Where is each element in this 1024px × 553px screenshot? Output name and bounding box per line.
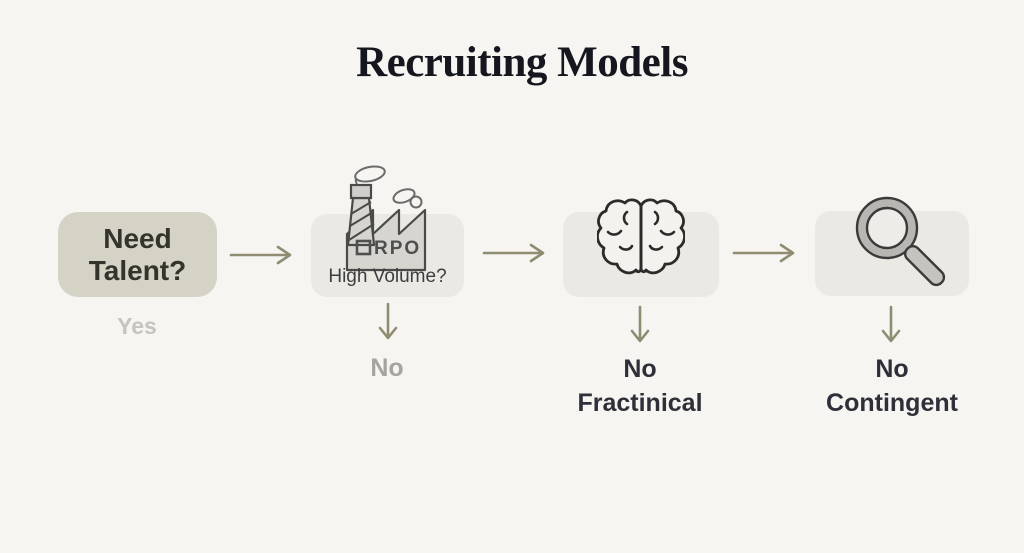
no-label: No: [370, 354, 404, 382]
arrow-right-icon: [482, 243, 545, 263]
high-volume-label: High Volume?: [328, 266, 447, 287]
fractional-label: No Fractinical: [540, 352, 740, 420]
arrow-down-icon: [881, 305, 901, 343]
contingent-label: No Contingent: [792, 352, 992, 420]
yes-label: Yes: [117, 313, 157, 339]
arrow-down-icon: [378, 302, 398, 340]
brain-icon: [597, 198, 685, 275]
contingent-label-line2: Contingent: [826, 389, 958, 417]
page-title: Recruiting Models: [356, 39, 688, 86]
arrow-down-icon: [630, 305, 650, 343]
need-talent-box: Need Talent?: [58, 212, 217, 297]
rpo-label: RPO: [374, 238, 421, 259]
fractional-label-line2: Fractinical: [577, 389, 703, 417]
need-talent-label: Need Talent?: [88, 223, 187, 286]
fractional-label-line1: No: [623, 355, 657, 383]
factory-icon: RPO: [345, 165, 427, 272]
magnifier-icon: [855, 196, 946, 287]
arrow-right-icon: [732, 243, 795, 263]
arrow-right-icon: [229, 245, 292, 265]
contingent-label-line1: No: [875, 355, 909, 383]
